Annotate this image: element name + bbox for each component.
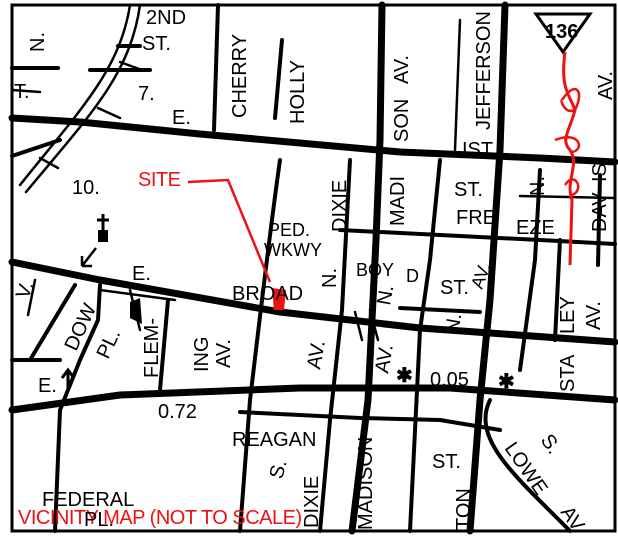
landmark-symbols: ✱ ✱ xyxy=(60,214,515,393)
building-icon xyxy=(98,230,108,242)
label-av-dixie: AV. xyxy=(303,339,330,371)
label-av-madison: AV. xyxy=(371,343,398,375)
label-072: 0.72 xyxy=(158,401,197,423)
label-n-madison: N. xyxy=(373,283,398,307)
label-d: D xyxy=(406,266,419,286)
label-e-7th: E. xyxy=(172,107,191,129)
label-7th: 7. xyxy=(138,83,155,105)
street-10th xyxy=(10,138,62,158)
label-st-lower: ST. xyxy=(432,451,461,473)
label-av-fleming: AV. xyxy=(213,339,235,368)
route-shield: 136 xyxy=(533,12,593,55)
street-madison xyxy=(348,1,386,535)
label-e-lower: E. xyxy=(38,375,57,397)
label-dixie-s: DIXIE xyxy=(301,476,323,528)
label-wkwy: WKWY xyxy=(264,240,322,260)
label-madison-s: MADISON xyxy=(355,437,377,530)
label-st-boyd: ST. xyxy=(440,277,469,299)
label-dixie-n: DIXIE xyxy=(329,180,351,232)
site-label: SITE xyxy=(138,169,181,191)
street-n-av xyxy=(408,158,442,533)
church-icon xyxy=(97,214,109,230)
flag-icon xyxy=(130,298,142,324)
label-ped: PED. xyxy=(268,220,310,240)
street-holly xyxy=(273,38,284,120)
label-ist: IST xyxy=(462,139,493,161)
label-sta: STA xyxy=(557,354,579,392)
label-cherry: CHERRY xyxy=(229,34,251,118)
label-holly: HOLLY xyxy=(287,60,309,124)
road-network xyxy=(8,1,618,535)
map-caption: VICINITY MAP (NOT TO SCALE) xyxy=(18,507,302,529)
label-n-dixie: N. xyxy=(319,268,341,288)
map-frame xyxy=(10,3,617,533)
route-annotation xyxy=(562,51,577,266)
street-ez xyxy=(8,384,618,414)
label-n-freeze: N. xyxy=(527,176,549,196)
street-lowe xyxy=(483,398,572,533)
label-fre: FRE xyxy=(456,207,496,229)
label-v-left: V. xyxy=(12,278,39,302)
street-cherry xyxy=(212,3,220,132)
label-n-lower: N. xyxy=(441,311,466,335)
street-reagan xyxy=(238,410,502,432)
label-t-left: T. xyxy=(14,81,30,103)
site-annotations: SITE VICINITY MAP (NOT TO SCALE) xyxy=(18,51,581,529)
arrow-sw-icon xyxy=(80,247,97,268)
label-boy: BOY xyxy=(356,260,394,280)
label-st-freeze: ST. xyxy=(454,179,483,201)
label-ton: TON xyxy=(453,488,475,530)
label-av-davis-top: AV. xyxy=(595,71,617,100)
street-davis xyxy=(518,168,542,372)
label-e-broad: E. xyxy=(132,263,151,285)
label-federal: FEDERAL xyxy=(42,489,134,511)
label-pl-federal: PL. xyxy=(84,509,114,531)
label-madi: MADI xyxy=(387,176,409,226)
street-dixie xyxy=(318,158,352,533)
label-2nd: 2ND xyxy=(146,7,186,29)
label-son: SON xyxy=(391,99,413,142)
interchange-star-b: ✱ xyxy=(498,371,515,393)
site-leader-line xyxy=(187,178,272,283)
label-is: IS xyxy=(589,163,611,182)
route-shield-number: 136 xyxy=(545,21,578,43)
street-jefferson xyxy=(466,1,509,535)
label-005: 0.05 xyxy=(430,369,469,391)
street-staley xyxy=(553,238,562,342)
label-av-son: AV. xyxy=(391,55,413,84)
label-n-left: N. xyxy=(27,32,49,52)
arrow-up-icon xyxy=(60,367,76,388)
interchange-star-a: ✱ xyxy=(396,365,413,387)
label-broad: BROAD xyxy=(232,283,303,305)
label-eze: EZE xyxy=(516,217,555,239)
label-ley: LEY xyxy=(557,296,579,334)
label-reagan: REAGAN xyxy=(232,429,316,451)
label-av-staley: AV. xyxy=(583,301,605,330)
label-s-dixie: S. xyxy=(266,457,292,481)
site-marker xyxy=(272,288,286,310)
label-10th: 10. xyxy=(72,177,100,199)
label-2nd-st: ST. xyxy=(142,33,171,55)
label-jefferson: JEFFERSON xyxy=(473,11,495,130)
label-flem: FLEM- xyxy=(141,318,163,378)
label-dav: DAV xyxy=(589,192,611,232)
label-ing: ING xyxy=(191,336,213,372)
